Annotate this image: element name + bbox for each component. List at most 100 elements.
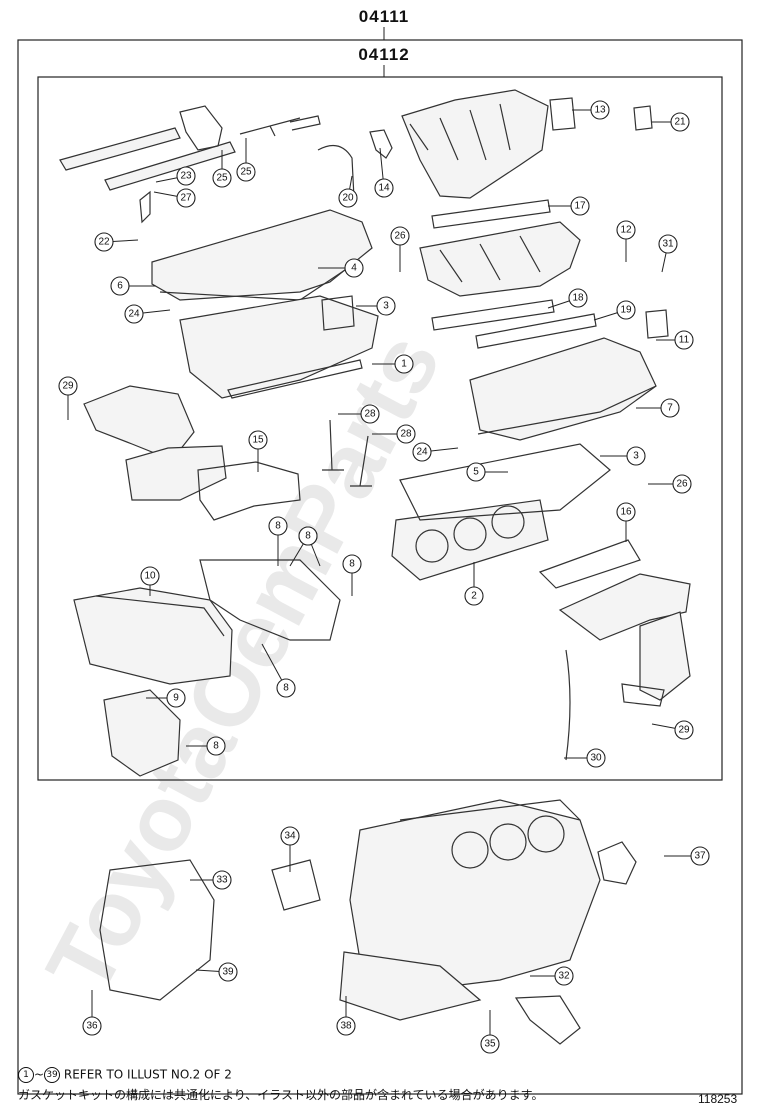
refer-range-end: 39: [44, 1067, 61, 1083]
callout-number: 34: [284, 831, 296, 842]
gasket-34: [271, 859, 321, 911]
callout-number: 36: [86, 1021, 98, 1032]
callout-circle: [616, 502, 636, 522]
lower-timing-cover: [103, 689, 181, 777]
callout-4: 4: [318, 258, 364, 278]
callout-15: 15: [248, 430, 268, 472]
callout-circle: [616, 300, 636, 320]
callout-circle: [658, 234, 678, 254]
callout-14: 14: [374, 147, 394, 198]
callout-12: 12: [616, 220, 636, 262]
callout-5: 5: [466, 462, 508, 482]
intake-manifold: [401, 89, 576, 199]
callout-number: 27: [180, 193, 192, 204]
callout-13: 13: [572, 100, 610, 120]
illustration-number: 118253: [698, 1092, 738, 1106]
callout-6: 6: [110, 276, 156, 296]
callout-number: 14: [378, 183, 390, 194]
thermostat-11: [645, 309, 669, 339]
gasket-14: [369, 129, 393, 159]
callout-number: 10: [144, 571, 156, 582]
callout-circle: [374, 178, 394, 198]
callout-circle: [280, 826, 300, 846]
callout-36: 36: [82, 990, 102, 1036]
callout-33: 33: [190, 870, 232, 890]
callout-9: 9: [146, 688, 186, 708]
callout-number: 8: [283, 683, 289, 694]
callout-35: 35: [480, 1010, 500, 1054]
callout-27: 27: [153, 188, 196, 208]
callout-circle: [464, 586, 484, 606]
callout-7: 7: [636, 398, 680, 418]
callout-number: 31: [662, 239, 674, 250]
callout-30: 30: [564, 748, 606, 768]
callout-circle: [616, 220, 636, 240]
callout-circle: [206, 736, 226, 756]
callout-number: 24: [128, 309, 140, 320]
callout-number: 30: [590, 753, 602, 764]
callout-circle: [110, 276, 130, 296]
callout-8: 8: [186, 736, 226, 756]
callout-number: 28: [400, 429, 412, 440]
callout-number: 33: [216, 875, 228, 886]
callout-number: 5: [473, 467, 479, 478]
gasket-18: [431, 299, 555, 331]
timing-chain-cover: [99, 859, 215, 1001]
callout-11: 11: [656, 330, 694, 350]
callout-37: 37: [664, 846, 710, 866]
intake-plenum: [419, 221, 581, 297]
callout-circle: [140, 566, 160, 586]
engine-plate: [199, 559, 341, 641]
callout-21: 21: [652, 112, 690, 132]
callout-circle: [82, 1016, 102, 1036]
cylinder-head-left: [179, 295, 379, 399]
callout-number: 28: [364, 409, 376, 420]
callout-number: 9: [173, 693, 179, 704]
callout-circle: [690, 846, 710, 866]
callout-29: 29: [58, 376, 78, 420]
exhaust-manifold-left: [83, 385, 301, 521]
callout-circle: [176, 166, 196, 186]
callout-number: 1: [401, 359, 407, 370]
callout-number: 21: [674, 117, 686, 128]
callout-26: 26: [648, 474, 692, 494]
outer-kit-number: 04111: [359, 7, 409, 26]
callout-number: 39: [222, 967, 234, 978]
callout-circle: [248, 430, 268, 450]
callout-circle: [396, 424, 416, 444]
callout-circle: [124, 304, 144, 324]
callout-number: 32: [558, 971, 570, 982]
callout-circle: [212, 168, 232, 188]
callout-number: 26: [394, 231, 406, 242]
cylinder-head-gasket: [391, 499, 549, 581]
callout-circle: [236, 162, 256, 182]
callout-circle: [276, 678, 296, 698]
callout-25: 25: [212, 150, 232, 188]
refer-note: 1~39 REFER TO ILLUST NO.2 OF 2: [18, 1067, 232, 1083]
callout-number: 12: [620, 225, 632, 236]
callout-32: 32: [530, 966, 574, 986]
cylinder-head-cover-right: [469, 337, 657, 441]
callout-number: 37: [694, 851, 706, 862]
callout-number: 8: [275, 521, 281, 532]
callout-18: 18: [547, 288, 588, 309]
callout-22: 22: [94, 232, 139, 252]
cylinder-head-cover-left: [151, 209, 373, 301]
callout-circle: [298, 526, 318, 546]
callout-16: 16: [616, 502, 636, 542]
callout-circle: [344, 258, 364, 278]
callout-31: 31: [658, 234, 678, 273]
callout-number: 19: [620, 305, 632, 316]
callout-28: 28: [338, 404, 380, 424]
callout-circle: [394, 354, 414, 374]
callout-circle: [660, 398, 680, 418]
callout-number: 20: [342, 193, 354, 204]
callout-circle: [626, 446, 646, 466]
callout-17: 17: [548, 196, 590, 216]
callout-circle: [338, 188, 358, 208]
callout-circle: [412, 442, 432, 462]
callout-circle: [336, 1016, 356, 1036]
callout-circle: [176, 188, 196, 208]
callout-2: 2: [464, 562, 484, 606]
callout-circle: [586, 748, 606, 768]
